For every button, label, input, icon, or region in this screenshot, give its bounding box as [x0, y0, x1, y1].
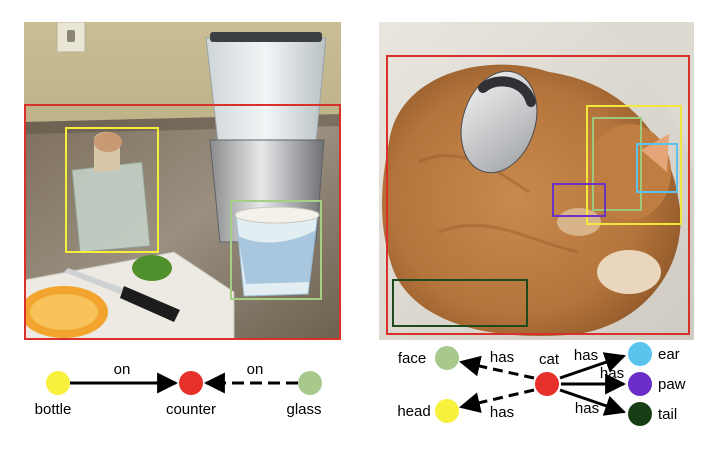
node-label-face: face: [398, 350, 426, 367]
node-paw: [628, 372, 652, 396]
cat-bounding-box: [386, 55, 690, 335]
node-face: [435, 346, 459, 370]
node-label-paw: paw: [658, 376, 686, 393]
edge-label-has: has: [600, 365, 624, 382]
glass-bounding-box: [230, 200, 322, 300]
node-label-cat: cat: [539, 351, 560, 368]
edge-cat-has-ear: [559, 352, 626, 380]
counter-bounding-box: [24, 104, 341, 340]
edge-label-has: has: [574, 347, 598, 364]
node-counter: [179, 371, 203, 395]
node-ear: [628, 342, 652, 366]
node-label-tail: tail: [658, 406, 677, 423]
edge-cat-has-face: [458, 355, 535, 380]
kitchen-scene-image: [24, 22, 341, 340]
right-scene-graph: has has has has has cat face head ear pa…: [397, 342, 686, 426]
ear-bounding-box: [636, 143, 678, 193]
edge-label-has: has: [490, 349, 514, 366]
edge-label-on: on: [247, 361, 264, 378]
paw-bounding-box: [552, 183, 606, 217]
node-cat: [535, 372, 559, 396]
node-bottle: [46, 371, 70, 395]
edge-label-has: has: [490, 404, 514, 421]
bottle-bounding-box: [65, 127, 159, 253]
cat-scene-image: [379, 22, 694, 340]
edge-cat-has-tail: [559, 388, 626, 416]
node-label-counter: counter: [166, 401, 216, 418]
edge-label-has: has: [575, 400, 599, 417]
node-label-glass: glass: [286, 401, 321, 418]
node-head: [435, 399, 459, 423]
head-bounding-box: [586, 105, 682, 225]
node-tail: [628, 402, 652, 426]
node-label-ear: ear: [658, 346, 680, 363]
tail-bounding-box: [392, 279, 528, 327]
node-label-head: head: [397, 403, 430, 420]
left-scene-graph: on on bottle counter glass: [35, 361, 322, 418]
face-bounding-box: [592, 117, 642, 211]
edge-label-on: on: [114, 361, 131, 378]
node-glass: [298, 371, 322, 395]
edge-cat-has-head: [458, 388, 535, 413]
node-label-bottle: bottle: [35, 401, 72, 418]
